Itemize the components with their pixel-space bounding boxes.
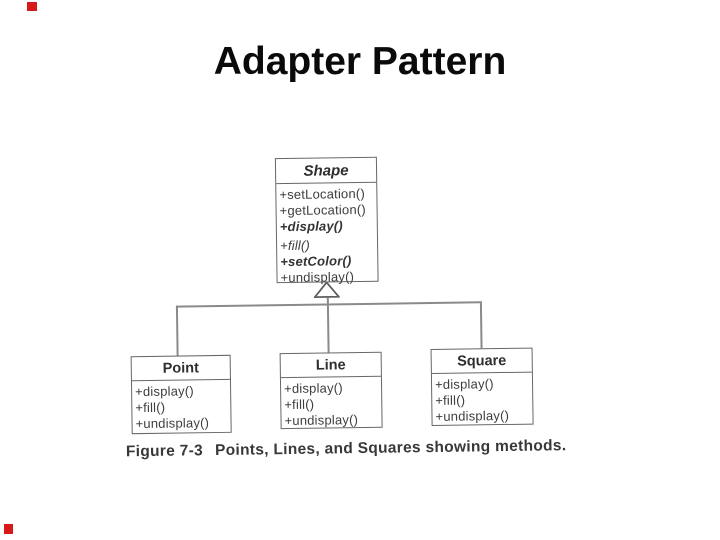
slide-title: Adapter Pattern [213, 40, 507, 83]
uml-class-shape-name: Shape [275, 157, 377, 185]
uml-method-undisplay: +undisplay() [284, 412, 359, 429]
figure-caption: Figure 7-3 Points, Lines, and Squares sho… [126, 437, 606, 462]
connector-vertical-square [479, 301, 483, 349]
uml-method-display: +display() [283, 380, 343, 397]
uml-method-setlocation: +setLocation() [279, 185, 366, 203]
uml-class-point-methods: +display() +fill() +undisplay() [132, 380, 231, 433]
uml-method-setcolor-abstract: +setColor() [280, 253, 352, 270]
connector-vertical-point [175, 305, 179, 356]
figure-caption-text: Points, Lines, and Squares showing metho… [214, 437, 567, 460]
figure-caption-label: Figure 7-3 [125, 442, 204, 461]
red-corner-mark-bottom-left [4, 524, 13, 534]
uml-class-line-name: Line [280, 352, 381, 379]
uml-class-line-methods: +display() +fill() +undisplay() [281, 377, 382, 430]
uml-method-display-abstract: +display() [279, 218, 343, 235]
uml-method-fill: +fill() [284, 396, 315, 413]
inheritance-triangle-icon [313, 281, 340, 299]
uml-class-shape-methods: +setLocation() +getLocation() +display()… [276, 183, 377, 286]
uml-method-getlocation: +getLocation() [279, 201, 366, 219]
uml-method-fill: +fill() [135, 399, 166, 416]
red-corner-mark-top-left [27, 2, 37, 11]
uml-method-undisplay: +undisplay() [435, 408, 510, 425]
uml-method-fill: +fill() [435, 392, 466, 409]
uml-class-point-name: Point [131, 355, 230, 382]
uml-class-square: Square +display() +fill() +undisplay() [430, 347, 534, 427]
uml-class-point: Point +display() +fill() +undisplay() [130, 354, 232, 435]
uml-method-display: +display() [434, 376, 494, 392]
uml-method-fill-abstract: +fill() [279, 237, 311, 254]
uml-class-shape: Shape +setLocation() +getLocation() +dis… [274, 156, 379, 286]
uml-class-square-methods: +display() +fill() +undisplay() [432, 373, 533, 426]
connector-vertical-line [326, 297, 330, 353]
uml-class-line: Line +display() +fill() +undisplay() [279, 351, 383, 430]
uml-method-undisplay: +undisplay() [135, 415, 210, 432]
uml-method-display: +display() [135, 383, 194, 400]
uml-class-square-name: Square [431, 348, 532, 375]
scanned-uml-figure: Shape +setLocation() +getLocation() +dis… [98, 136, 623, 483]
